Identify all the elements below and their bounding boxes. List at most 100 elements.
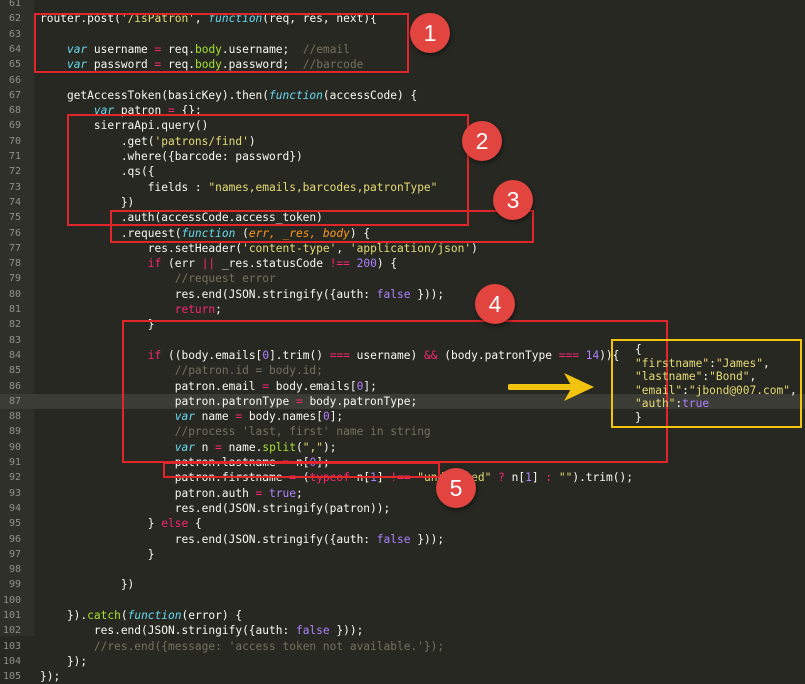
code-token: req. xyxy=(161,42,195,56)
code-text: var name = body.names[0]; xyxy=(40,409,343,424)
code-line[interactable]: 98 xyxy=(0,562,805,577)
code-token: .auth(accessCode.access_token) xyxy=(40,211,323,225)
code-line[interactable]: 65 var password = req.body.password; //b… xyxy=(0,57,805,72)
code-line[interactable]: 76 .request(function (err, _res, body) { xyxy=(0,226,805,241)
code-token: ]; xyxy=(363,379,377,393)
line-number: 65 xyxy=(8,59,21,71)
code-text: .auth(accessCode.access_token) xyxy=(40,210,323,225)
code-line[interactable]: 71 .where({barcode: password}) xyxy=(0,149,805,164)
code-line[interactable]: 68 var patron = {}; xyxy=(0,103,805,118)
json-token: } xyxy=(635,410,642,424)
code-token: else xyxy=(161,517,189,531)
code-token: patron xyxy=(114,104,168,118)
line-number: 98 xyxy=(8,564,21,576)
line-number: 72 xyxy=(8,166,21,178)
code-line[interactable]: 102 res.end(JSON.stringify({auth: false … xyxy=(0,623,805,638)
line-number: 77 xyxy=(8,242,21,254)
code-line[interactable]: 101 }).catch(function(error) { xyxy=(0,608,805,623)
json-token: , xyxy=(763,356,770,370)
code-line[interactable]: 80 res.end(JSON.stringify({auth: false }… xyxy=(0,287,805,302)
code-token: })); xyxy=(329,624,364,638)
code-token xyxy=(552,471,559,484)
code-line[interactable]: 61 xyxy=(0,0,805,11)
code-token: res.setHeader( xyxy=(40,241,243,255)
code-line[interactable]: 78 if (err || _res.statusCode !== 200) { xyxy=(0,256,805,271)
code-line[interactable]: 70 .get('patrons/find') xyxy=(0,134,805,149)
code-token: //process 'last, first' name in string xyxy=(174,425,431,439)
code-line[interactable]: 84 if ((body.emails[0].trim() === userna… xyxy=(0,348,805,363)
code-token: || xyxy=(201,257,216,271)
line-number: 95 xyxy=(8,518,21,530)
code-line[interactable]: 93 patron.auth = true; xyxy=(0,486,805,501)
code-line[interactable]: 81 return; xyxy=(0,302,805,317)
line-number: 86 xyxy=(8,380,21,392)
code-token: ( xyxy=(120,609,128,622)
code-text: res.end(JSON.stringify({auth: false })); xyxy=(40,287,444,302)
code-line[interactable]: 66 xyxy=(0,73,805,88)
code-token: "," xyxy=(302,440,323,454)
code-line[interactable]: 72 .qs({ xyxy=(0,164,805,179)
code-line[interactable]: 87 patron.patronType = body.patronType; xyxy=(0,393,805,410)
code-line[interactable]: 69 sierraApi.query() xyxy=(0,118,805,133)
code-line[interactable]: 89 //process 'last, first' name in strin… xyxy=(0,424,805,439)
code-line[interactable]: 86 patron.email = body.emails[0]; xyxy=(0,379,805,394)
code-line[interactable]: 88 var name = body.names[0]; xyxy=(0,409,805,424)
code-token: '/isPatron' xyxy=(120,12,195,26)
code-token: body xyxy=(194,42,222,56)
code-text: .where({barcode: password}) xyxy=(40,149,303,164)
code-token: name xyxy=(194,410,236,424)
code-token: = xyxy=(168,104,175,118)
code-line[interactable]: 63 xyxy=(0,27,805,42)
line-number-gutter xyxy=(0,0,34,636)
json-token: : xyxy=(675,397,683,411)
code-line[interactable]: 83 xyxy=(0,333,805,348)
code-line[interactable]: 100 xyxy=(0,593,805,608)
code-line[interactable]: 103 //res.end({message: 'access token no… xyxy=(0,639,805,654)
line-number: 104 xyxy=(2,655,21,667)
code-token: === xyxy=(329,348,350,362)
code-line[interactable]: 94 res.end(JSON.stringify(patron)); xyxy=(0,501,805,516)
json-output-line: "lastname":"Bond", xyxy=(635,370,800,384)
code-line[interactable]: 104 }); xyxy=(0,654,805,669)
code-line[interactable]: 82 } xyxy=(0,317,805,332)
code-line[interactable]: 90 var n = name.split(","); xyxy=(0,440,805,455)
line-number: 64 xyxy=(8,43,21,55)
code-token: ((body.emails[ xyxy=(161,348,263,362)
code-line[interactable]: 67 getAccessToken(basicKey).then(functio… xyxy=(0,88,805,103)
code-token: , xyxy=(194,12,209,26)
code-token xyxy=(350,257,357,270)
line-number: 82 xyxy=(8,319,21,331)
code-line[interactable]: 74 }) xyxy=(0,195,805,210)
code-line[interactable]: 77 res.setHeader('content-type', 'applic… xyxy=(0,241,805,256)
code-line[interactable]: 75 .auth(accessCode.access_token) xyxy=(0,210,805,225)
line-number: 62 xyxy=(8,13,21,25)
code-token: = xyxy=(154,58,162,72)
code-line[interactable]: 99 }) xyxy=(0,577,805,592)
right-arrow-icon xyxy=(508,373,594,401)
code-token: 0 xyxy=(322,410,330,424)
code-token: patron.patronType xyxy=(40,394,296,408)
code-line[interactable]: 105}); xyxy=(0,669,805,684)
code-line[interactable]: 73 fields : "names,emails,barcodes,patro… xyxy=(0,180,805,195)
json-output-line: "firstname":"James", xyxy=(635,357,800,371)
code-token: === xyxy=(558,348,579,362)
json-output-line: "email":"jbond@007.com", xyxy=(635,384,800,398)
code-line[interactable]: 85 //patron.id = body.id; xyxy=(0,363,805,378)
line-number: 105 xyxy=(2,671,21,683)
line-number: 73 xyxy=(8,181,21,193)
code-token: name. xyxy=(221,440,263,454)
code-line[interactable]: 95 } else { xyxy=(0,516,805,531)
json-token: "auth" xyxy=(635,397,676,411)
code-token: function xyxy=(127,609,182,622)
code-line[interactable]: 79 //request error xyxy=(0,271,805,286)
line-number: 90 xyxy=(8,441,21,453)
code-token: if xyxy=(147,348,162,362)
code-line[interactable]: 64 var username = req.body.username; //e… xyxy=(0,42,805,57)
code-text: //request error xyxy=(40,271,276,286)
code-text: //process 'last, first' name in string xyxy=(40,424,431,439)
code-line[interactable]: 96 res.end(JSON.stringify({auth: false }… xyxy=(0,532,805,547)
code-line[interactable]: 97 } xyxy=(0,547,805,562)
code-token: err, _res, body xyxy=(248,226,350,240)
